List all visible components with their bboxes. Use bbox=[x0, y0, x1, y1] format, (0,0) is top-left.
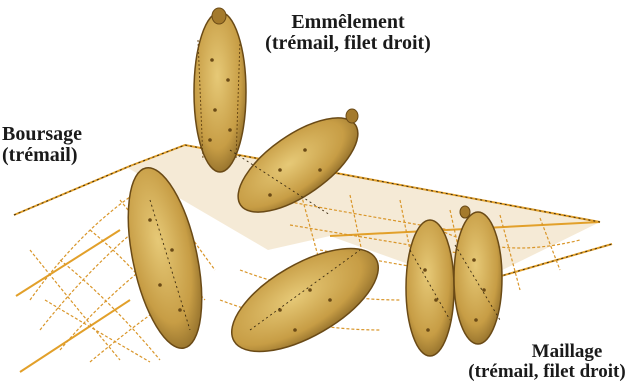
label-boursage: Boursage (trémail) bbox=[2, 124, 94, 166]
label-maillage: Maillage (trémail, filet droit) bbox=[452, 342, 642, 382]
label-emmelement-title: Emmêlement bbox=[248, 12, 448, 33]
fish-emmelement-top bbox=[194, 8, 246, 172]
label-emmelement: Emmêlement (trémail, filet droit) bbox=[248, 12, 448, 54]
label-maillage-title: Maillage bbox=[452, 342, 642, 362]
fish-center-bottom bbox=[216, 228, 394, 372]
label-boursage-sub: (trémail) bbox=[2, 145, 94, 166]
label-boursage-title: Boursage bbox=[2, 124, 94, 145]
label-emmelement-sub: (trémail, filet droit) bbox=[248, 33, 448, 54]
fish-maillage-left bbox=[406, 220, 454, 356]
label-maillage-sub: (trémail, filet droit) bbox=[452, 362, 642, 382]
